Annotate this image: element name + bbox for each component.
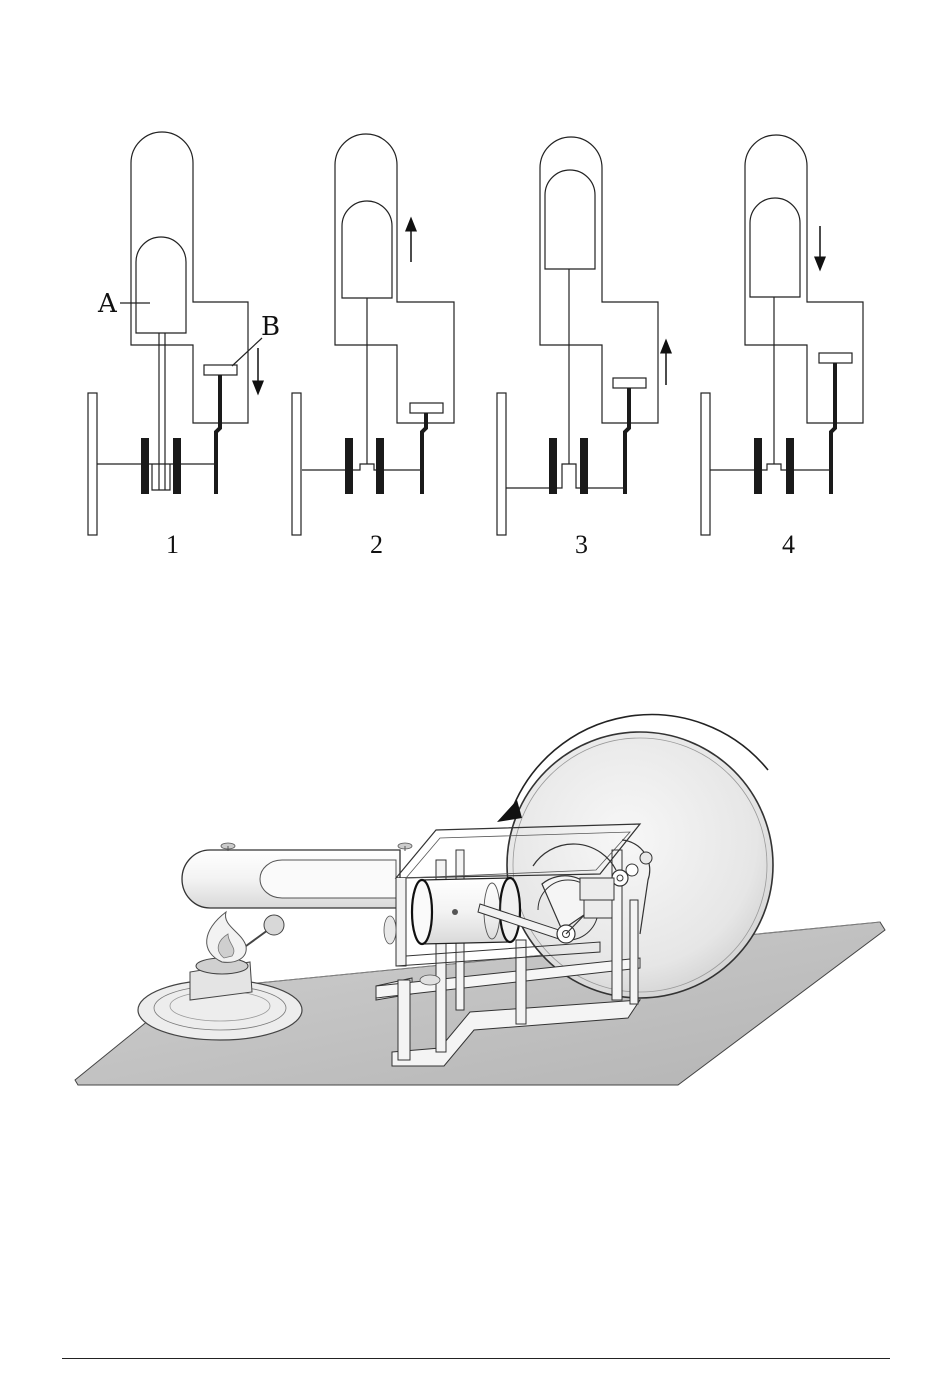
cycle-stage-4: 4: [701, 135, 863, 559]
displacer-a: [136, 237, 186, 333]
displacer: [750, 198, 800, 297]
flywheel-disc: [88, 393, 97, 535]
label-power-piston: B: [261, 312, 280, 342]
stage-number-3: 3: [575, 530, 588, 559]
displacer: [545, 170, 595, 269]
stage-number-2: 2: [370, 530, 383, 559]
power-piston: [819, 353, 852, 363]
flywheel-disc: [701, 393, 710, 535]
stage-number-4: 4: [782, 530, 795, 559]
cycle-stage-2: 2: [292, 134, 454, 559]
footer-rule: [62, 1358, 890, 1359]
engine-illustration: [75, 715, 885, 1085]
hot-cylinder: [182, 843, 412, 908]
cycle-stage-3: 3: [497, 137, 666, 559]
stage-number-1: 1: [166, 530, 179, 559]
power-piston: [613, 378, 646, 388]
label-displacer: A: [97, 289, 118, 319]
power-piston-b: [204, 365, 237, 375]
flywheel-disc: [292, 393, 301, 535]
cycle-stage-1: A B 1: [88, 132, 280, 559]
alcohol-burner: [138, 912, 302, 1040]
flywheel-disc: [497, 393, 506, 535]
power-piston: [410, 403, 443, 413]
displacer: [342, 201, 392, 298]
